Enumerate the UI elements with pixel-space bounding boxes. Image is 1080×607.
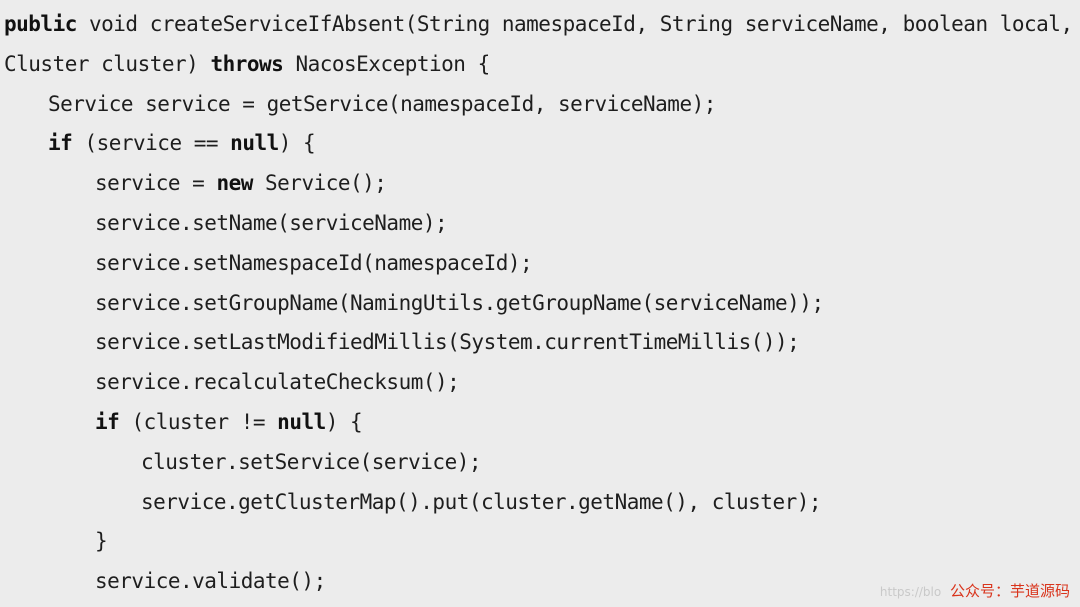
code-text: service.setNamespaceId(namespaceId); xyxy=(95,250,533,275)
code-text: ) { xyxy=(278,131,316,156)
code-text: service.setGroupName(NamingUtils.getGrou… xyxy=(95,290,824,315)
watermark-label: 公众号：芋道源码 xyxy=(949,582,1070,600)
code-line: service.recalculateChecksum(); xyxy=(0,362,460,402)
code-keyword: if xyxy=(95,410,120,434)
code-line: service.setGroupName(NamingUtils.getGrou… xyxy=(0,283,824,323)
code-text: } xyxy=(95,529,108,554)
code-text: service.setLastModifiedMillis(System.cur… xyxy=(95,330,800,355)
code-text: service = xyxy=(95,171,217,196)
code-keyword: throws xyxy=(210,51,284,76)
code-text: (service == xyxy=(72,131,231,156)
watermark-url: https://blo xyxy=(879,585,942,599)
code-line: public void createServiceIfAbsent(String… xyxy=(0,4,1073,44)
code-text: void createServiceIfAbsent(String namesp… xyxy=(76,12,1073,36)
code-keyword: null xyxy=(230,131,279,156)
code-line: Cluster cluster) throws NacosException { xyxy=(0,44,490,84)
watermark: https://blo 公众号：芋道源码 xyxy=(880,580,1070,601)
code-keyword: null xyxy=(277,410,326,434)
code-line: service.setName(serviceName); xyxy=(0,203,448,243)
code-line: if (cluster != null) { xyxy=(0,402,363,442)
code-keyword: new xyxy=(216,171,253,196)
code-keyword: if xyxy=(48,131,73,156)
code-line: } xyxy=(0,521,108,561)
code-text: cluster.setService(service); xyxy=(141,449,482,474)
code-line: service.setNamespaceId(namespaceId); xyxy=(0,243,533,283)
code-text: Service(); xyxy=(252,171,387,196)
code-text: service.recalculateChecksum(); xyxy=(95,370,460,395)
code-line: service.setLastModifiedMillis(System.cur… xyxy=(0,322,800,362)
code-text: service.setName(serviceName); xyxy=(95,211,448,235)
code-line: cluster.setService(service); xyxy=(0,442,482,482)
code-text: service.validate(); xyxy=(95,569,326,594)
code-text: Cluster cluster) xyxy=(4,51,211,76)
code-text: ) { xyxy=(325,410,363,434)
code-line: service.getClusterMap().put(cluster.getN… xyxy=(0,482,822,522)
code-text: service.getClusterMap().put(cluster.getN… xyxy=(141,489,822,514)
code-text: NacosException { xyxy=(283,51,490,76)
code-line: service = new Service(); xyxy=(0,163,387,203)
code-keyword: public xyxy=(4,12,77,36)
code-line: service.validate(); xyxy=(0,561,326,601)
code-text: Service service = getService(namespaceId… xyxy=(48,91,716,116)
code-text: (cluster != xyxy=(119,410,278,434)
code-line: if (service == null) { xyxy=(0,123,316,163)
code-line: Service service = getService(namespaceId… xyxy=(0,84,716,124)
